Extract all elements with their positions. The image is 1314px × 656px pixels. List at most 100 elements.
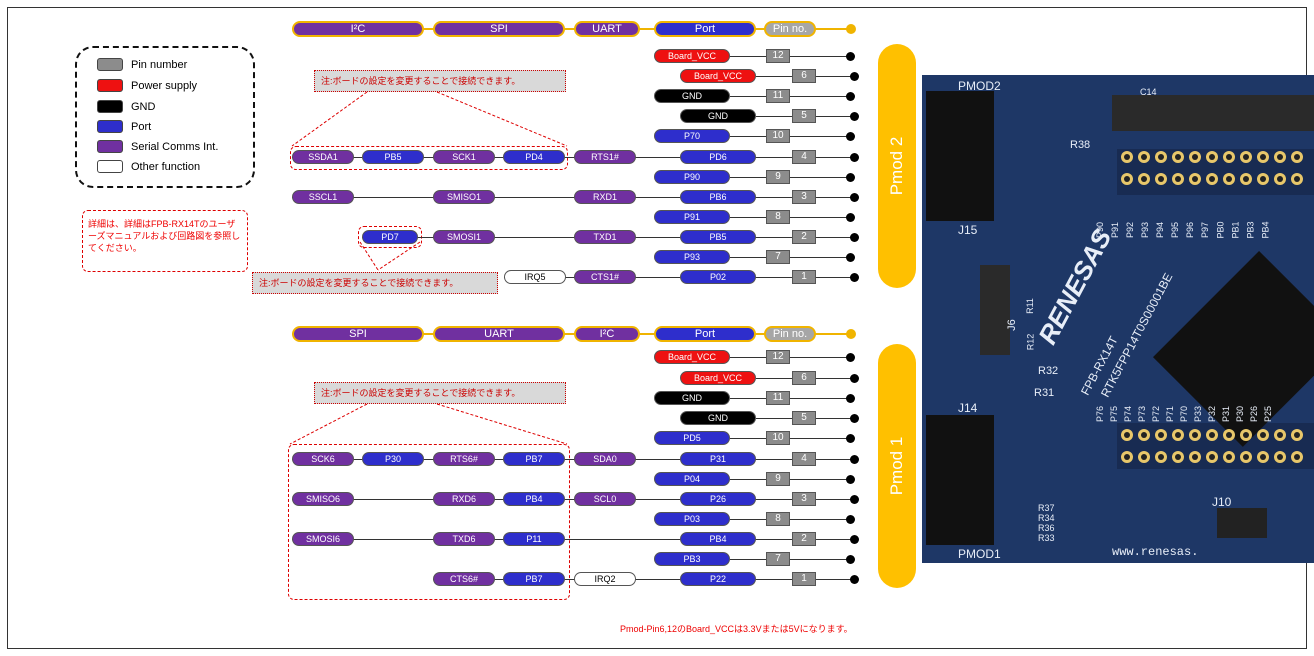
header-i2c: I²C <box>292 21 424 37</box>
header-port: Port <box>654 326 756 342</box>
pin-number: 6 <box>792 371 816 385</box>
signal-pill: SSCL1 <box>292 190 354 204</box>
port-pill: PB6 <box>680 190 756 204</box>
header-hole-center <box>1141 432 1147 438</box>
board-label: PMOD1 <box>958 547 1001 561</box>
port-pill: P04 <box>654 472 730 486</box>
signal-pill: P11 <box>503 532 565 546</box>
signal-pill: IRQ2 <box>574 572 636 586</box>
pin-number: 7 <box>766 250 790 264</box>
board-label: C14 <box>1140 87 1157 97</box>
header-uart: UART <box>433 326 565 342</box>
port-pill: PD6 <box>680 150 756 164</box>
port-pill: P31 <box>680 452 756 466</box>
port-pill: PD5 <box>654 431 730 445</box>
row-line <box>730 56 850 57</box>
header-line <box>292 333 852 335</box>
header-hole-center <box>1158 432 1164 438</box>
board-label: J15 <box>958 223 978 237</box>
header-hole-center <box>1209 154 1215 160</box>
port-pill: PB5 <box>680 230 756 244</box>
pmod2-label: Pmod 2 <box>878 44 916 288</box>
port-pill: P90 <box>654 170 730 184</box>
row-line <box>433 579 852 580</box>
header-end-dot <box>846 329 856 339</box>
board-label: J10 <box>1212 495 1232 509</box>
legend: Pin number Power supply GND Port Serial … <box>75 46 255 188</box>
row-line <box>292 157 852 158</box>
header-hole-center <box>1124 154 1130 160</box>
legend-swatch-port <box>97 120 123 133</box>
signal-pill: SMISO6 <box>292 492 354 506</box>
legend-swatch-serial <box>97 140 123 153</box>
header-hole-center <box>1175 176 1181 182</box>
pin-dot <box>846 475 855 484</box>
pmod1-label: Pmod 1 <box>878 344 916 588</box>
header-hole-center <box>1124 432 1130 438</box>
pin-dot <box>846 253 855 262</box>
port-pill: P93 <box>654 250 730 264</box>
row-line <box>730 479 850 480</box>
header-pin: Pin no. <box>764 21 816 37</box>
note-pmod2: 注:ボードの設定を変更することで接続できます。 <box>314 70 566 92</box>
signal-pill: PD7 <box>362 230 418 244</box>
pin-dot <box>846 132 855 141</box>
pin-number: 8 <box>766 210 790 224</box>
header-hole-center <box>1226 154 1232 160</box>
header-hole-center <box>1209 454 1215 460</box>
pin-number: 4 <box>792 452 816 466</box>
board-photo: PMOD2 C14 R38 J15 J14 R32 R31 J6 R11 R12… <box>922 75 1314 563</box>
pin-dot <box>850 575 859 584</box>
legend-label: Pin number <box>131 59 188 71</box>
pin-number: 4 <box>792 150 816 164</box>
header-hole-center <box>1243 154 1249 160</box>
pmod2-connector <box>926 91 994 221</box>
header-spi: SPI <box>292 326 424 342</box>
footer-note: Pmod-Pin6,12のBoard_VCCは3.3Vまたは5Vになります。 <box>620 624 853 634</box>
header-hole-center <box>1175 154 1181 160</box>
pin-dot <box>846 213 855 222</box>
port-pill: PB3 <box>654 552 730 566</box>
pin-dot <box>846 173 855 182</box>
pin-dot <box>850 153 859 162</box>
signal-pill: PB7 <box>503 572 565 586</box>
legend-swatch-other <box>97 160 123 173</box>
row-line <box>730 559 850 560</box>
row-line <box>730 177 850 178</box>
port-pill: GND <box>654 89 730 103</box>
header-hole-center <box>1175 454 1181 460</box>
board-label: J14 <box>958 401 978 415</box>
legend-swatch-power <box>97 79 123 92</box>
header-hole-center <box>1192 454 1198 460</box>
signal-pill: CTS1# <box>574 270 636 284</box>
row-line <box>730 136 850 137</box>
header-uart: UART <box>574 21 640 37</box>
signal-pill: SMOSI1 <box>433 230 495 244</box>
header-hole-center <box>1226 432 1232 438</box>
row-line <box>292 459 852 460</box>
pin-dot <box>846 434 855 443</box>
pin-number: 8 <box>766 512 790 526</box>
header-hole-center <box>1141 176 1147 182</box>
board-label: PMOD2 <box>958 79 1001 93</box>
pin-dot <box>850 273 859 282</box>
board-label: www.renesas. <box>1112 545 1199 559</box>
legend-label: GND <box>131 101 156 113</box>
legend-swatch-pin-number <box>97 58 123 71</box>
port-pill: Board_VCC <box>654 49 730 63</box>
pin-number: 2 <box>792 230 816 244</box>
pin-number: 7 <box>766 552 790 566</box>
header-hole-center <box>1260 176 1266 182</box>
pin-dot <box>846 515 855 524</box>
port-pill: GND <box>680 411 756 425</box>
header-hole-center <box>1209 432 1215 438</box>
signal-pill: SSDA1 <box>292 150 354 164</box>
detail-note-box <box>82 210 248 272</box>
note-mid: 注:ボードの設定を変更することで接続できます。 <box>252 272 498 294</box>
pin-number: 5 <box>792 109 816 123</box>
signal-pill: TXD6 <box>433 532 495 546</box>
header-hole-center <box>1141 454 1147 460</box>
detail-note: 詳細は、詳細はFPB-RX14Tのユーザーズマニュアルおよび回路図を参照してくだ… <box>88 219 241 253</box>
pin-dot <box>850 112 859 121</box>
